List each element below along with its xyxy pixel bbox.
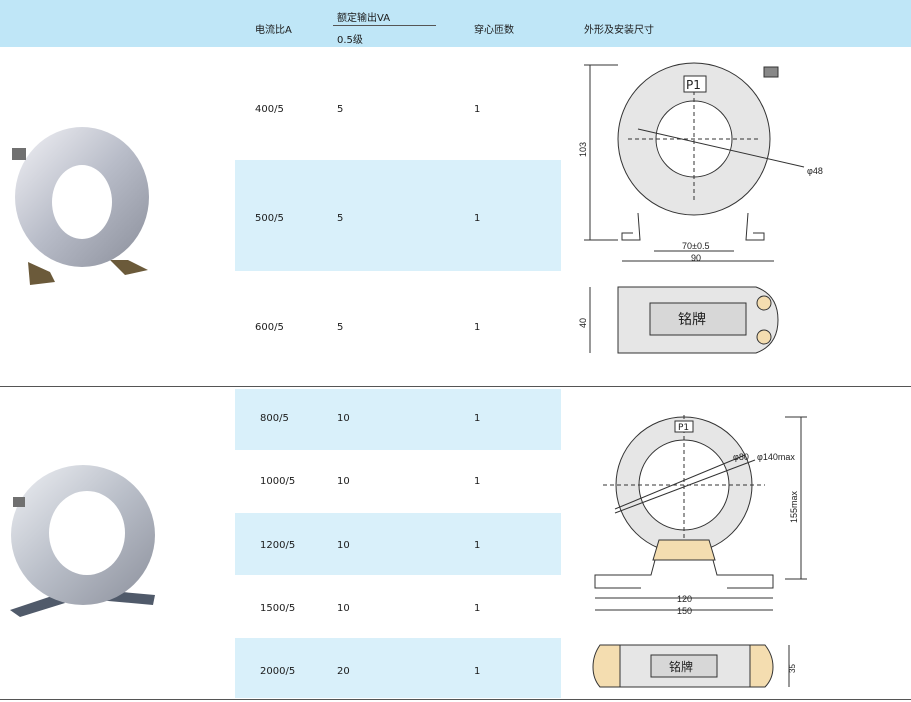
terminal-label: P1	[686, 78, 701, 92]
cell-va: 5	[337, 213, 344, 224]
nameplate-label: 铭牌	[669, 659, 693, 674]
dimension-drawing-1: 103 P1 φ48 70±0.5 90 40 铭牌	[578, 62, 823, 354]
nameplate-label: 铭牌	[678, 311, 706, 328]
group-separator	[0, 386, 911, 387]
transformer-photo-large	[10, 465, 155, 617]
cell-turns: 1	[474, 603, 481, 614]
cell-va: 5	[337, 322, 344, 333]
cell-va: 10	[337, 603, 350, 614]
cell-va: 20	[337, 666, 350, 677]
header-dimensions: 外形及安装尺寸	[584, 25, 654, 36]
dimension-drawing-2: P1 φ80 φ140max 155max 120 150 铭牌 35	[592, 415, 807, 688]
header-turns: 穿心匝数	[474, 25, 514, 36]
cell-ratio: 500/5	[255, 213, 284, 224]
transformer-photo-small	[12, 127, 149, 285]
header-divider	[333, 25, 436, 26]
width-label: 150	[677, 606, 692, 616]
mount-label: 120	[677, 594, 692, 604]
cell-turns: 1	[474, 413, 481, 424]
cell-turns: 1	[474, 540, 481, 551]
inner-dia-label: φ48	[807, 166, 823, 176]
outer-dia-label: φ140max	[757, 452, 795, 462]
cell-turns: 1	[474, 213, 481, 224]
cell-ratio: 800/5	[260, 413, 289, 424]
cell-turns: 1	[474, 104, 481, 115]
cell-ratio: 400/5	[255, 104, 284, 115]
terminal-label: P1	[678, 423, 689, 433]
row-band	[235, 513, 561, 575]
cell-ratio: 2000/5	[260, 666, 296, 677]
cell-ratio: 1500/5	[260, 603, 296, 614]
depth-label: 40	[578, 318, 588, 328]
cell-ratio: 1200/5	[260, 540, 296, 551]
cell-ratio: 600/5	[255, 322, 284, 333]
inner-dia-label: φ80	[733, 452, 749, 462]
cell-va: 10	[337, 413, 350, 424]
cell-turns: 1	[474, 476, 481, 487]
row-band	[235, 638, 561, 698]
cell-va: 10	[337, 540, 350, 551]
cell-ratio: 1000/5	[260, 476, 296, 487]
header-rated-output: 额定输出VA	[337, 13, 391, 24]
mount-label: 70±0.5	[682, 241, 709, 251]
cell-turns: 1	[474, 666, 481, 677]
cell-va: 5	[337, 104, 344, 115]
header-accuracy-class: 0.5级	[337, 35, 363, 46]
table-header	[0, 0, 911, 47]
bottom-separator	[0, 699, 911, 700]
row-band	[235, 389, 561, 450]
cell-turns: 1	[474, 322, 481, 333]
width-label: 90	[691, 253, 701, 263]
height-label: 155max	[789, 490, 799, 523]
height-label: 103	[578, 142, 588, 157]
cell-va: 10	[337, 476, 350, 487]
header-ratio: 电流比A	[255, 25, 292, 36]
row-band	[235, 160, 561, 271]
depth-label: 35	[788, 664, 797, 673]
